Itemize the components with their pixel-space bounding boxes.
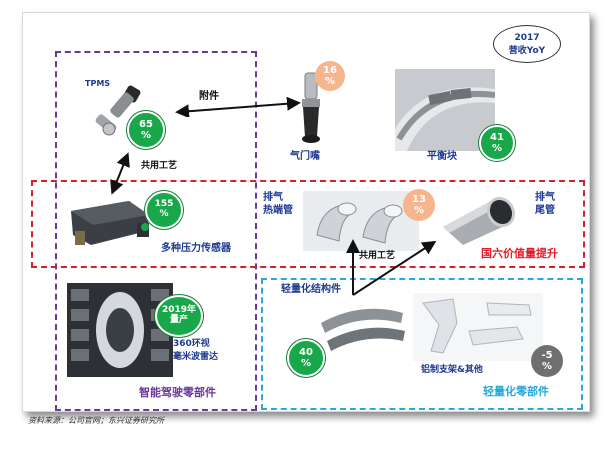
tpms-yoy-badge: 65 % xyxy=(127,111,165,149)
shared-process-arrows xyxy=(346,239,437,296)
national-six-group-box xyxy=(31,180,585,268)
smart-driving-group-box xyxy=(55,51,257,411)
balance-yoy-badge: 41 % xyxy=(479,125,515,161)
sensor-yoy-unit: % xyxy=(159,209,169,219)
exhaust-tail-label-1: 排气 xyxy=(535,192,555,203)
radar-label-1: 360环视 xyxy=(173,339,210,349)
aluminum-yoy-unit: % xyxy=(541,361,553,372)
lightweight-struct-image xyxy=(321,308,405,351)
aluminum-yoy-badge: -5 % xyxy=(531,345,563,377)
tpms-yoy-value: 65 xyxy=(139,119,153,130)
exhaust-tail-yoy-badge: 13 % xyxy=(403,189,435,221)
balance-yoy-value: 41 xyxy=(490,132,504,143)
lightweight-group-label: 轻量化零部件 xyxy=(483,385,549,398)
radar-badge-year: 2019年 xyxy=(161,305,197,316)
exhaust-tail-yoy-unit: % xyxy=(413,205,425,216)
aluminum-label: 铝制支架&其他 xyxy=(421,365,483,375)
sensor-label: 多种压力传感器 xyxy=(161,243,231,254)
radar-car-image xyxy=(67,283,173,377)
accessory-arrow xyxy=(175,96,301,117)
lightweight-group-box xyxy=(261,278,583,410)
shared-process-label-2: 共用工艺 xyxy=(359,251,396,261)
valve-yoy-badge: 16 % xyxy=(315,61,345,91)
exhaust-tail-yoy-value: 13 xyxy=(412,194,426,205)
legend-label: 营收YoY xyxy=(508,45,546,56)
valve-yoy-unit: % xyxy=(324,76,336,87)
valve-stem-image xyxy=(302,72,320,143)
legend-year: 2017 xyxy=(514,32,540,43)
sensor-yoy-badge: 155 % xyxy=(145,191,183,229)
balance-yoy-unit: % xyxy=(491,143,503,154)
aluminum-yoy-value: -5 xyxy=(541,350,553,361)
lightweight-yoy-value: 40 xyxy=(299,347,313,358)
aluminum-bracket-image xyxy=(413,293,543,361)
lightweight-struct-label: 轻量化结构件 xyxy=(281,284,341,295)
tpms-yoy-unit: % xyxy=(140,130,152,141)
valve-yoy-value: 16 xyxy=(323,65,337,76)
pressure-sensor-image xyxy=(71,201,149,245)
shared-process-label-1: 共用工艺 xyxy=(141,161,178,171)
lightweight-yoy-unit: % xyxy=(300,358,312,369)
tpms-sensor-arrow xyxy=(110,152,130,195)
source-note: 资料来源：公司官网；东兴证券研究所 xyxy=(28,416,164,425)
accessory-label: 附件 xyxy=(199,91,219,102)
lightweight-yoy-badge: 40 % xyxy=(287,339,325,377)
radar-badge-text: 量产 xyxy=(169,315,188,325)
diagram-frame: 2017 营收YoY TPMS 65 % 共用工艺 附件 16 % 气门嘴 xyxy=(22,12,590,412)
exhaust-end-image xyxy=(303,191,419,251)
exhaust-end-label-1: 排气 xyxy=(263,192,283,203)
tpms-label: TPMS xyxy=(85,79,111,88)
sensor-yoy-value: 155 xyxy=(154,199,174,210)
exhaust-end-label-2: 热端管 xyxy=(263,205,293,216)
balance-label: 平衡块 xyxy=(427,151,457,162)
legend-oval: 2017 营收YoY xyxy=(493,25,561,63)
exhaust-tail-image xyxy=(443,196,516,245)
national-six-group-label: 国六价值量提升 xyxy=(481,247,558,260)
smart-driving-group-label: 智能驾驶零部件 xyxy=(139,386,216,399)
radar-badge: 2019年 量产 xyxy=(155,295,203,337)
valve-label: 气门嘴 xyxy=(290,151,320,162)
radar-label-2: 毫米波雷达 xyxy=(173,352,219,362)
exhaust-tail-label-2: 尾管 xyxy=(535,205,555,216)
tpms-sensor-image xyxy=(95,85,141,136)
balance-weight-image xyxy=(395,69,495,151)
